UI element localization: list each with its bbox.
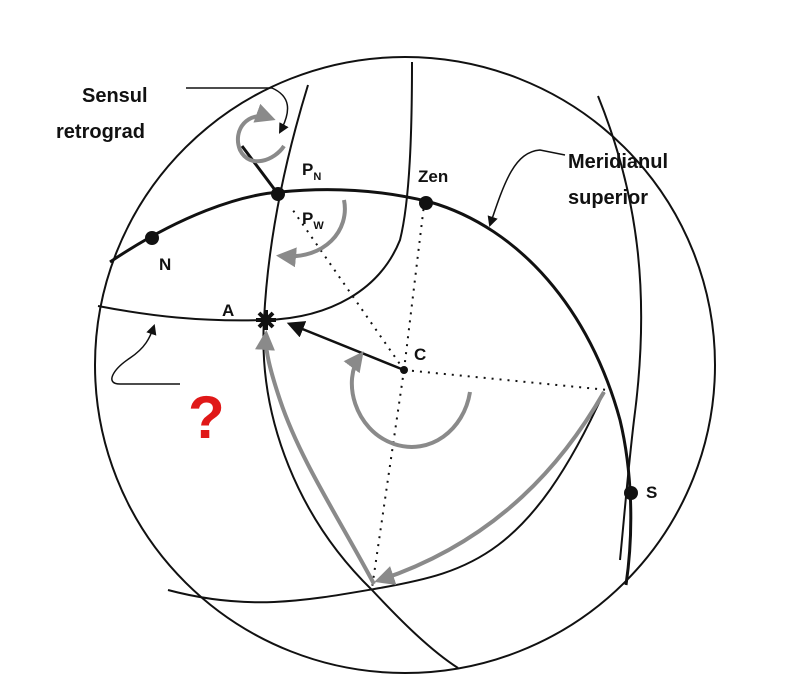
point-c bbox=[400, 366, 408, 374]
label-pw: PW bbox=[302, 209, 324, 232]
label-c: C bbox=[414, 345, 426, 364]
lower-right-arrow bbox=[374, 391, 606, 586]
question-mark: ? bbox=[188, 384, 225, 451]
bottom-great-circle bbox=[167, 391, 605, 604]
sensul-arrow-path bbox=[186, 87, 289, 134]
lower-long-arrow bbox=[255, 330, 376, 585]
almucantar-arc bbox=[97, 61, 413, 322]
pw-arc-arrow bbox=[276, 199, 347, 268]
meridianul-arrow-path bbox=[487, 149, 566, 227]
label-n: N bbox=[159, 255, 171, 274]
label-a: A bbox=[222, 301, 234, 320]
right-great-circle bbox=[597, 95, 643, 561]
sphere-outline bbox=[94, 56, 716, 674]
label-pn: PN bbox=[302, 160, 321, 183]
vector-c-to-a bbox=[286, 321, 405, 372]
dotted-lines bbox=[289, 204, 609, 589]
question-arrow-path bbox=[111, 324, 180, 385]
label-s: S bbox=[646, 483, 657, 502]
label-sensul: Sensul bbox=[82, 85, 148, 107]
label-retrograd: retrograd bbox=[56, 121, 145, 143]
label-superior: superior bbox=[568, 187, 648, 209]
gray-arrows bbox=[236, 103, 606, 586]
point-pn bbox=[271, 187, 285, 201]
upper-meridian-arc bbox=[109, 188, 633, 586]
point-n bbox=[145, 231, 159, 245]
point-a-star bbox=[256, 310, 276, 330]
center-angle-arrow bbox=[343, 351, 472, 449]
point-zen bbox=[419, 196, 433, 210]
label-zen: Zen bbox=[418, 167, 448, 186]
pole-axis-stub bbox=[240, 145, 280, 195]
retrograde-rotation-arrow bbox=[236, 103, 286, 164]
label-meridianul: Meridianul bbox=[568, 151, 668, 173]
point-s bbox=[624, 486, 638, 500]
